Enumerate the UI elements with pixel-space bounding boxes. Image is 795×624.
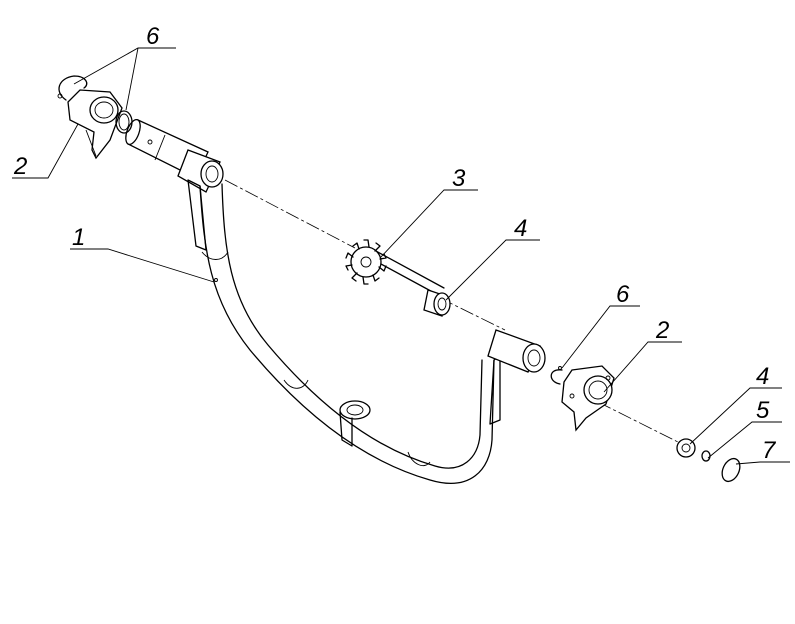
callout-6-right: 6 xyxy=(616,281,630,308)
part-2-bracket-left xyxy=(67,89,123,160)
part-1-bent-tube xyxy=(125,118,546,484)
callout-1: 1 xyxy=(72,224,85,251)
callout-5: 5 xyxy=(756,397,770,424)
callout-4-right: 4 xyxy=(756,363,769,390)
callout-6-left: 6 xyxy=(146,23,160,50)
part-5-washer xyxy=(701,450,711,462)
callout-3: 3 xyxy=(452,165,466,192)
part-6-retaining-ring-left-a xyxy=(57,75,88,101)
part-7-circlip xyxy=(721,457,741,483)
leader-lines xyxy=(12,47,790,465)
callout-2-left: 2 xyxy=(13,153,27,180)
part-2-bracket-right xyxy=(561,365,615,432)
callout-2-right: 2 xyxy=(655,317,669,344)
part-3-gear-shaft xyxy=(345,239,445,297)
part-4-bushing-middle xyxy=(423,289,451,317)
callout-7: 7 xyxy=(762,437,777,464)
part-6-retaining-ring-left-b xyxy=(115,110,133,134)
callout-4-middle: 4 xyxy=(514,215,527,242)
part-6-retaining-ring-right xyxy=(550,366,563,385)
assembly-axis-line xyxy=(224,179,691,449)
